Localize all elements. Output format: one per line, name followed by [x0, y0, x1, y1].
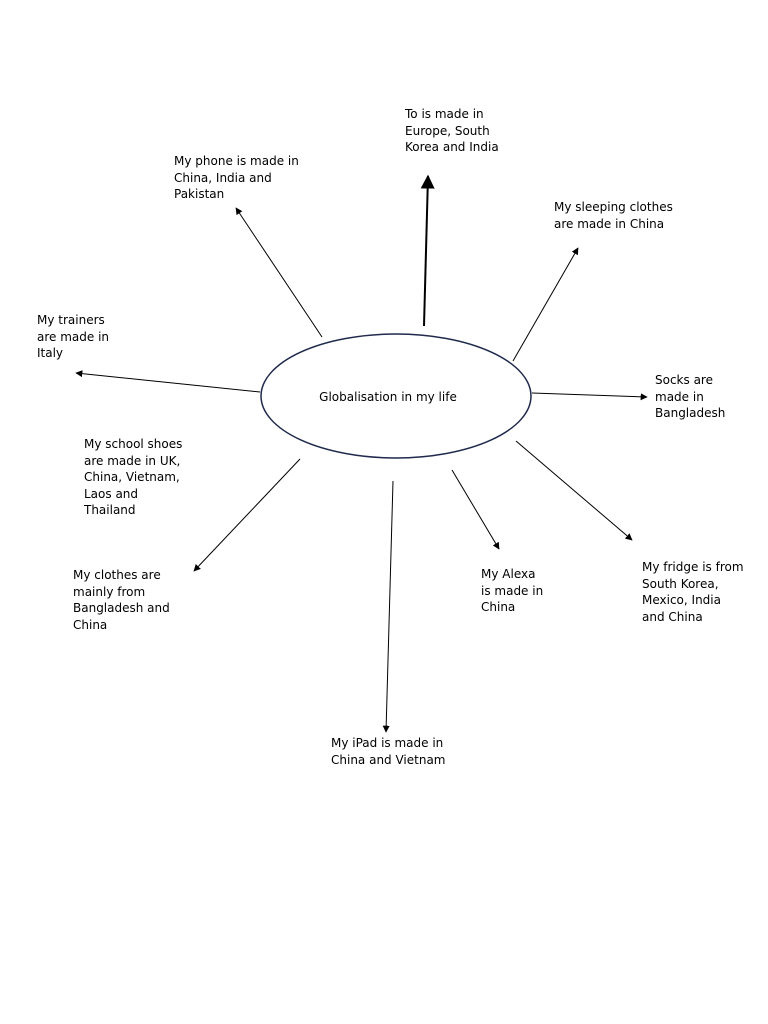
arrow-clothes: [193, 458, 301, 572]
label-phone: My phone is made in China, India and Pak…: [174, 154, 299, 201]
arrow-toy: [420, 174, 435, 327]
label-alexa: My Alexa is made in China: [481, 567, 544, 614]
arrow-socks: [531, 392, 648, 401]
label-trainers: My trainers are made in Italy: [37, 313, 110, 360]
label-clothes: My clothes are mainly from Bangladesh an…: [73, 568, 170, 632]
label-toy: To is made in Europe, South Korea and In…: [405, 107, 499, 154]
arrow-phone: [235, 207, 323, 338]
arrow-ipad: [382, 480, 394, 733]
arrow-sleeping: [512, 247, 579, 362]
label-school: My school shoes are made in UK, China, V…: [84, 437, 183, 517]
label-fridge: My fridge is from South Korea, Mexico, I…: [642, 560, 744, 624]
label-socks: Socks are made in Bangladesh: [655, 373, 726, 420]
label-sleeping: My sleeping clothes are made in China: [554, 200, 673, 231]
label-ipad: My iPad is made in China and Vietnam: [331, 736, 446, 767]
center-ellipse: [260, 333, 532, 459]
arrow-fridge: [515, 440, 633, 541]
arrow-alexa: [451, 469, 500, 550]
center-label: Globalisation in my life: [319, 390, 457, 404]
arrow-trainers: [75, 370, 261, 393]
